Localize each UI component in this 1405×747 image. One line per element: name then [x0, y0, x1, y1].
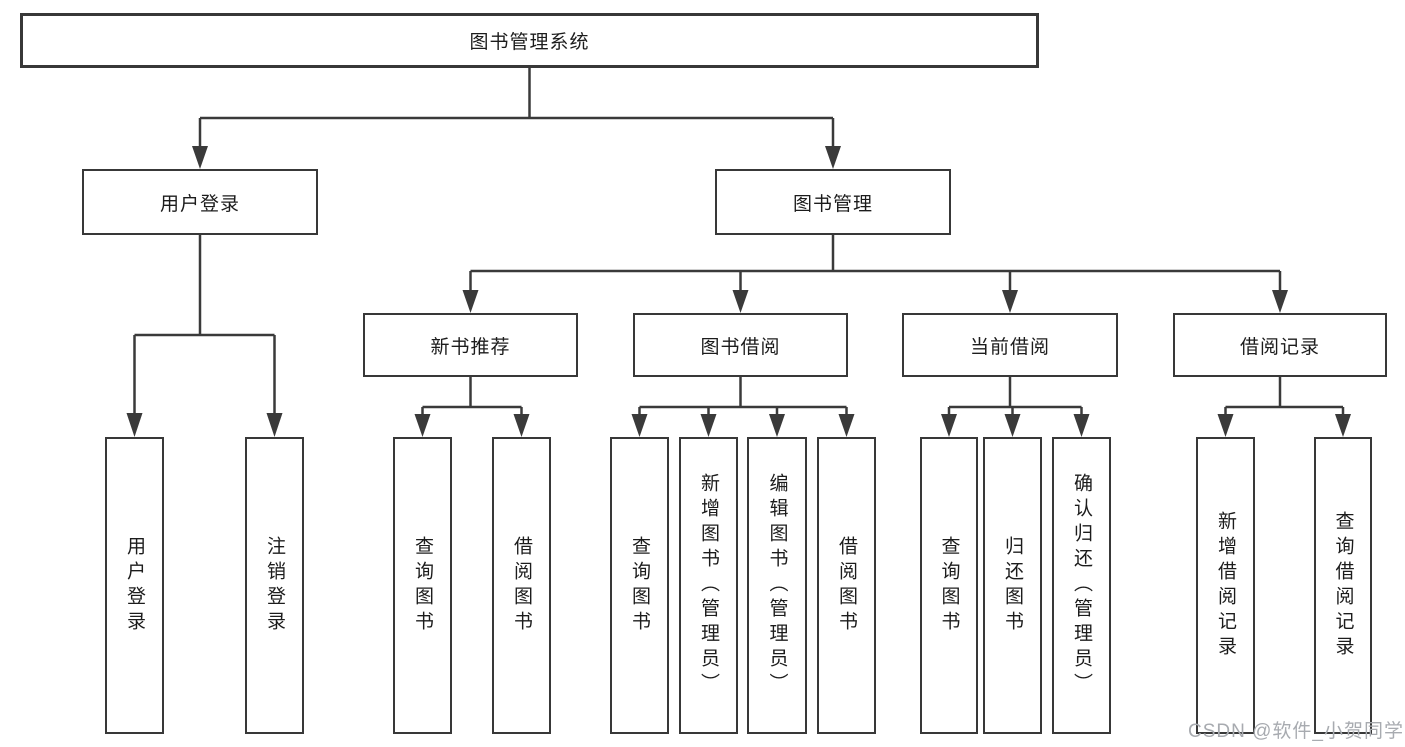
node-label: 当前借阅 — [969, 336, 1050, 358]
leaf-record-add-borrow-record: 新增借阅记录 — [1196, 437, 1255, 734]
leaf-label: 查询图书 — [629, 535, 650, 636]
leaf-newbook-query-books: 查询图书 — [393, 437, 452, 734]
node-label: 图书管理 — [792, 193, 873, 215]
csdn-watermark: CSDN @软件_小贺同学 — [1188, 721, 1404, 742]
leaf-label: 注销登录 — [264, 535, 285, 636]
node-book-borrowing: 图书借阅 — [633, 313, 848, 377]
node-label: 图书借阅 — [700, 336, 781, 358]
leaf-user-login: 用户登录 — [105, 437, 164, 734]
node-label: 新书推荐 — [430, 336, 511, 358]
leaf-current-return-books: 归还图书 — [983, 437, 1042, 734]
leaf-label: 查询图书 — [938, 535, 960, 636]
node-label: 借阅记录 — [1239, 336, 1320, 358]
node-label: 图书管理系统 — [469, 32, 590, 53]
leaf-record-query-borrow-record: 查询借阅记录 — [1314, 437, 1372, 734]
leaf-label: 确认归还︵管理员︶ — [1071, 473, 1092, 698]
leaf-label: 查询借阅记录 — [1332, 510, 1354, 661]
leaf-label: 编辑图书︵管理员︶ — [766, 473, 788, 698]
leaf-label: 借阅图书 — [511, 535, 532, 636]
leaf-label: 用户登录 — [124, 535, 145, 636]
node-user-login: 用户登录 — [82, 169, 318, 235]
leaf-current-query-books: 查询图书 — [920, 437, 978, 734]
leaf-logout: 注销登录 — [245, 437, 304, 734]
leaf-label: 新增图书︵管理员︶ — [698, 473, 719, 698]
node-label: 用户登录 — [159, 193, 240, 215]
node-library-management-system: 图书管理系统 — [20, 13, 1039, 68]
leaf-newbook-borrow-books: 借阅图书 — [492, 437, 551, 734]
leaf-label: 新增借阅记录 — [1215, 510, 1236, 661]
leaf-borrow-borrow-books: 借阅图书 — [817, 437, 876, 734]
node-book-management: 图书管理 — [715, 169, 951, 235]
leaf-current-confirm-return-admin: 确认归还︵管理员︶ — [1052, 437, 1111, 734]
node-new-book-recommend: 新书推荐 — [363, 313, 578, 377]
leaf-borrow-query-books: 查询图书 — [610, 437, 669, 734]
leaf-label: 查询图书 — [412, 535, 433, 636]
leaf-label: 归还图书 — [1002, 535, 1023, 636]
node-current-borrowing: 当前借阅 — [902, 313, 1118, 377]
leaf-borrow-add-books-admin: 新增图书︵管理员︶ — [679, 437, 738, 734]
leaf-borrow-edit-books-admin: 编辑图书︵管理员︶ — [747, 437, 807, 734]
arrowheads — [126, 146, 1351, 437]
node-borrowing-records: 借阅记录 — [1173, 313, 1387, 377]
leaf-label: 借阅图书 — [836, 535, 857, 636]
